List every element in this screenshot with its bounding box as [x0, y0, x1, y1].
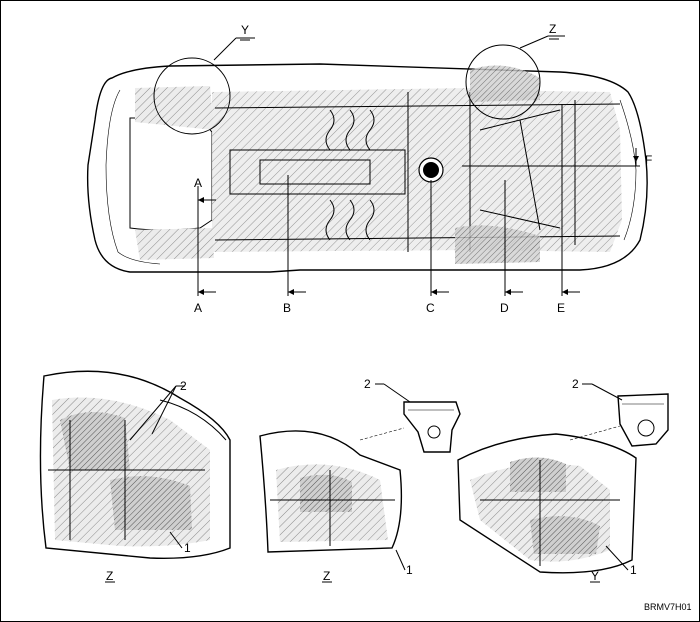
section-f-line	[462, 148, 640, 167]
section-b-label: B	[283, 301, 291, 315]
detail-z2-drawing	[259, 427, 405, 553]
detail-z1-drawing	[39, 370, 231, 559]
detail-z-label: Z	[549, 22, 556, 36]
detail-z1-leaders	[129, 385, 185, 549]
section-d-line	[504, 180, 523, 296]
section-b-line	[287, 175, 306, 296]
vehicle-underbody	[86, 63, 648, 273]
figure-code: BRMV7H01	[644, 602, 692, 612]
section-e-label: E	[557, 301, 565, 315]
section-c-line	[430, 180, 449, 296]
detail-y-label: Y	[241, 23, 249, 37]
detail-y-drawing	[457, 425, 637, 574]
detail-z2-part1: 1	[406, 563, 413, 577]
section-f-label: F	[645, 153, 652, 167]
detail-z2-bracket	[403, 401, 461, 453]
section-e-line	[561, 104, 580, 296]
detail-z1-part1: 1	[184, 541, 191, 555]
detail-z1-part2: 2	[180, 379, 187, 393]
detail-z1-view: Z	[106, 569, 113, 583]
detail-y-part2: 2	[572, 377, 579, 391]
section-a-label: A	[194, 301, 202, 315]
detail-circle-z	[465, 35, 565, 120]
detail-y-bracket	[617, 393, 669, 447]
section-c-label: C	[426, 301, 435, 315]
section-d-label: D	[500, 301, 509, 315]
section-a-upper-label: A	[194, 176, 202, 190]
detail-z2-view: Z	[323, 569, 330, 583]
section-a-line	[197, 186, 216, 296]
detail-y-view: Y	[591, 569, 599, 583]
detail-z2-leaders	[375, 383, 411, 571]
detail-z2-part2: 2	[364, 377, 371, 391]
detail-y-part1: 1	[630, 563, 637, 577]
detail-circle-y	[153, 37, 255, 135]
detail-y-leaders	[582, 383, 629, 571]
